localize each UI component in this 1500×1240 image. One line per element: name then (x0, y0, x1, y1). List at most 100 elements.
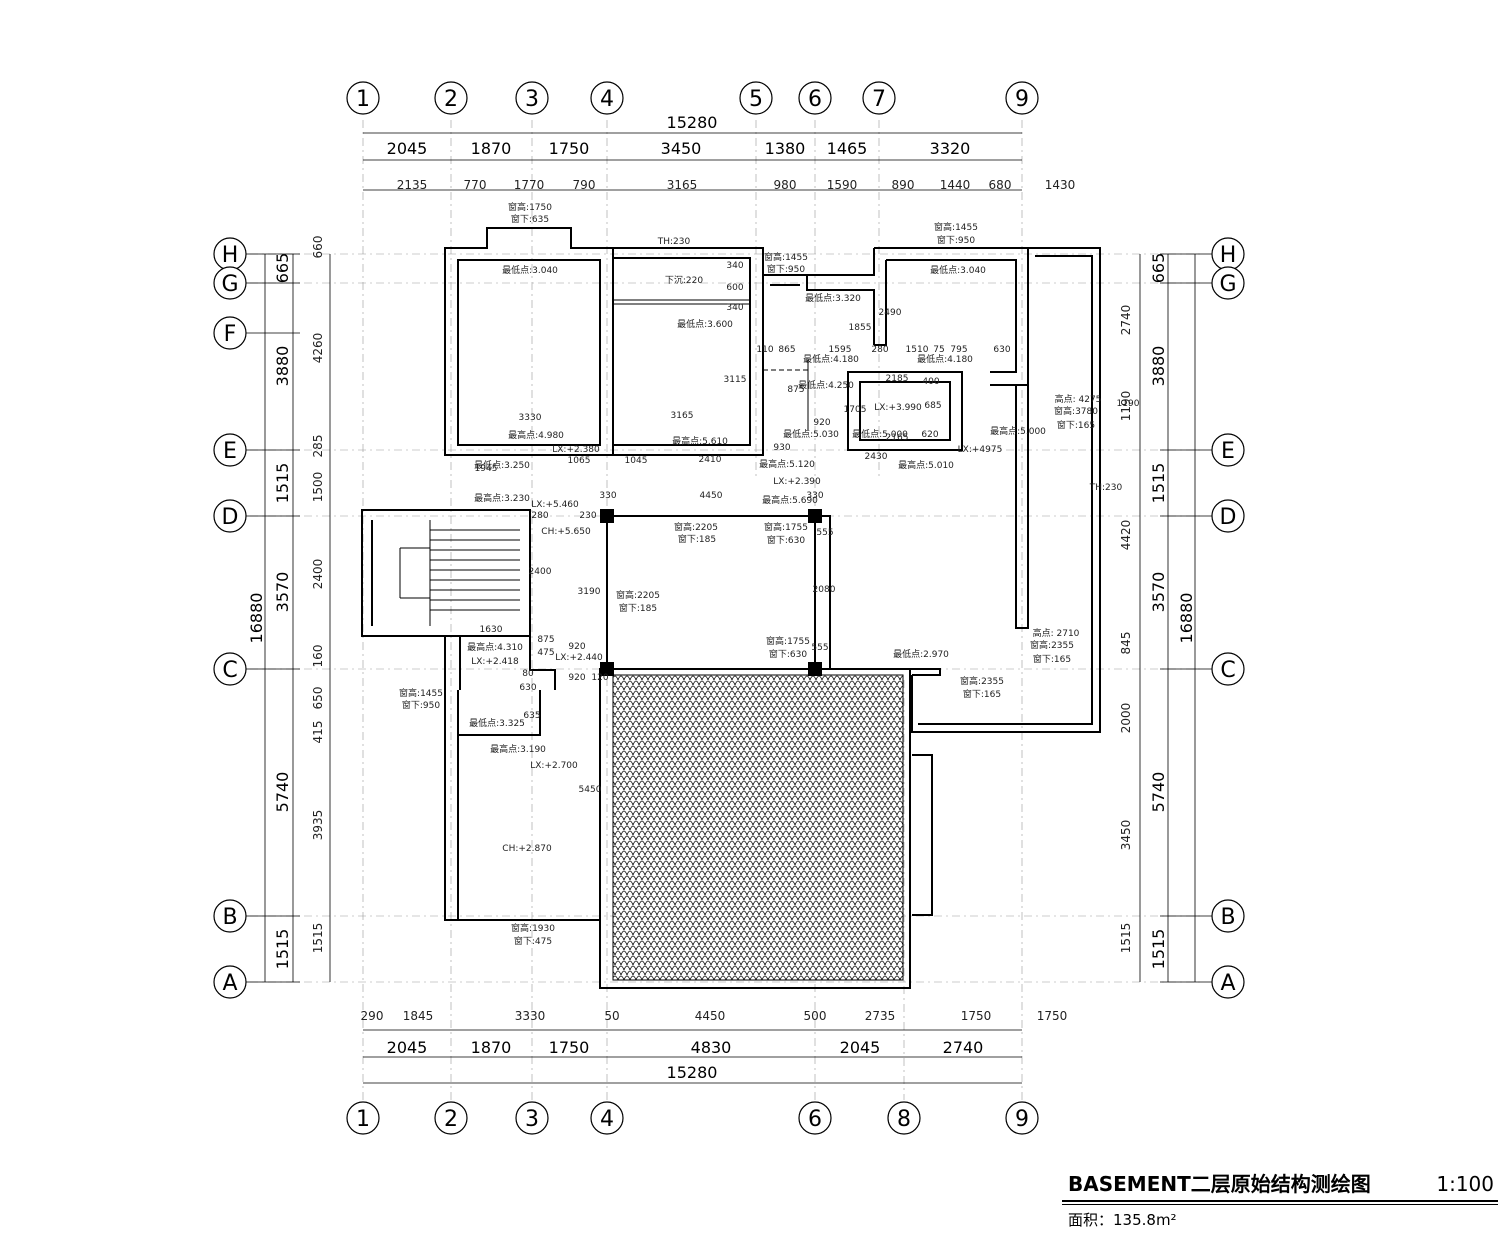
axis-bottom-1: 1 (356, 1107, 370, 1132)
plan-annotation: 窗下:630 (767, 534, 805, 546)
dim-left-minor: 160 (311, 645, 325, 668)
plan-annotation: 1595 (829, 345, 852, 355)
axis-left-F: F (224, 322, 237, 347)
dim-right-major: 665 (1149, 253, 1168, 284)
plan-annotation: 最低点:3.040 (502, 264, 558, 276)
dim-top-minor: 1770 (514, 178, 545, 192)
dim-left-minor: 1515 (311, 923, 325, 954)
axis-top-6-circle (798, 81, 832, 115)
plan-annotation: 最高点:3.190 (490, 743, 546, 755)
axis-left-E-circle (213, 433, 247, 467)
tiled-terrace (612, 674, 904, 981)
plan-annotation: 75 (933, 345, 944, 355)
dim-left-minor: 3935 (311, 810, 325, 841)
dim-right-total: 16880 (1177, 593, 1196, 644)
axis-right-A: A (1220, 971, 1235, 996)
axis-top-4-circle (590, 81, 624, 115)
dim-right-minor: 845 (1119, 632, 1133, 655)
plan-annotation: 630 (519, 683, 536, 693)
axis-right-B-circle (1211, 899, 1245, 933)
drawing-title: BASEMENT二层原始结构测绘图 (1068, 1172, 1371, 1196)
axis-top-3-circle (515, 81, 549, 115)
axis-bottom-1-circle (346, 1101, 380, 1135)
axis-right-D: D (1220, 505, 1237, 530)
dim-bottom-major: 2045 (840, 1038, 881, 1057)
plan-annotation: 920 (568, 642, 585, 652)
plan-annotation: 555 (816, 528, 833, 538)
dim-left-major: 3570 (273, 572, 292, 613)
plan-annotation: 窗下:185 (678, 533, 716, 545)
dim-bottom-minor: 1750 (961, 1009, 992, 1023)
plan-annotation: 窗高:2205 (616, 589, 660, 601)
plan-annotation: 340 (726, 303, 743, 313)
dim-top-minor: 680 (989, 178, 1012, 192)
axis-right-G-circle (1211, 266, 1245, 300)
plan-annotation: 窗下:165 (1033, 653, 1071, 665)
axis-left-C-circle (213, 652, 247, 686)
plan-annotation: 795 (950, 345, 967, 355)
dim-bottom-major: 1870 (471, 1038, 512, 1057)
axis-top-9-circle (1005, 81, 1039, 115)
dim-bottom-major: 2740 (943, 1038, 984, 1057)
plan-annotation: 920 (568, 673, 585, 683)
axis-right-E-circle (1211, 433, 1245, 467)
plan-annotation: 窗高:2355 (1030, 639, 1074, 651)
plan-annotation: 280 (531, 511, 548, 521)
dim-bottom-minor: 50 (604, 1009, 619, 1023)
walls (361, 227, 1101, 989)
dim-bottom-major: 2045 (387, 1038, 428, 1057)
plan-annotation: 最低点:4.250 (798, 379, 854, 391)
dim-top-major: 1750 (549, 139, 590, 158)
plan-annotation: 最低点:2.970 (893, 648, 949, 660)
plan-annotation: 窗下:630 (769, 648, 807, 660)
dim-top-major: 1380 (765, 139, 806, 158)
dim-left-minor: 285 (311, 435, 325, 458)
plan-annotation: 1190 (1117, 399, 1140, 409)
plan-annotation: 635 (523, 711, 540, 721)
axis-right-C: C (1220, 658, 1235, 683)
axis-left-D-circle (213, 499, 247, 533)
dim-top-minor: 1590 (827, 178, 858, 192)
dim-top-minor: 3165 (667, 178, 698, 192)
dim-bottom-minor: 1750 (1037, 1009, 1068, 1023)
plan-annotation: 下沉:220 (665, 275, 703, 286)
plan-annotation: 600 (726, 283, 743, 293)
plan-annotation: LX:+2.380 (552, 445, 600, 455)
plan-annotation: 窗高:2355 (960, 675, 1004, 687)
plan-annotation: 2400 (529, 567, 552, 577)
axis-bottom-2: 2 (444, 1107, 458, 1132)
dim-bottom-minor: 2735 (865, 1009, 896, 1023)
dim-left-minor: 1500 (311, 472, 325, 503)
axis-right-H: H (1220, 243, 1237, 268)
dim-top-minor: 770 (464, 178, 487, 192)
plan-annotation: 最低点:3.325 (469, 717, 525, 729)
plan-annotation: 2490 (879, 308, 902, 318)
dim-top-minor: 1430 (1045, 178, 1076, 192)
plan-annotation: 窗下:165 (963, 688, 1001, 700)
plan-annotation: 1705 (844, 405, 867, 415)
plan-annotation: 2165 (886, 433, 909, 443)
axis-left-A-circle (213, 965, 247, 999)
plan-annotation: 555 (811, 643, 828, 653)
dim-top-minor: 790 (573, 178, 596, 192)
axis-left-D: D (222, 505, 239, 530)
plan-annotation: 280 (871, 345, 888, 355)
plan-annotation: 3190 (578, 587, 601, 597)
axis-top-7: 7 (872, 87, 886, 112)
dim-left-major: 1515 (273, 929, 292, 970)
axis-bottom-3: 3 (525, 1107, 539, 1132)
plan-annotation: 窗高:1455 (399, 687, 443, 699)
dim-bottom-major: 1750 (549, 1038, 590, 1057)
plan-annotation: 1045 (625, 456, 648, 466)
plan-annotation: 窗下:635 (511, 213, 549, 225)
plan-annotation: 窗高:1455 (934, 221, 978, 233)
dim-left-total: 16880 (247, 593, 266, 644)
plan-annotation: 最低点:5.000 (852, 428, 908, 440)
dim-top-minor: 1440 (940, 178, 971, 192)
axis-right-D-circle (1211, 499, 1245, 533)
axis-left-C: C (222, 658, 237, 683)
plan-annotation: 930 (773, 443, 790, 453)
plan-annotation: 2410 (699, 455, 722, 465)
